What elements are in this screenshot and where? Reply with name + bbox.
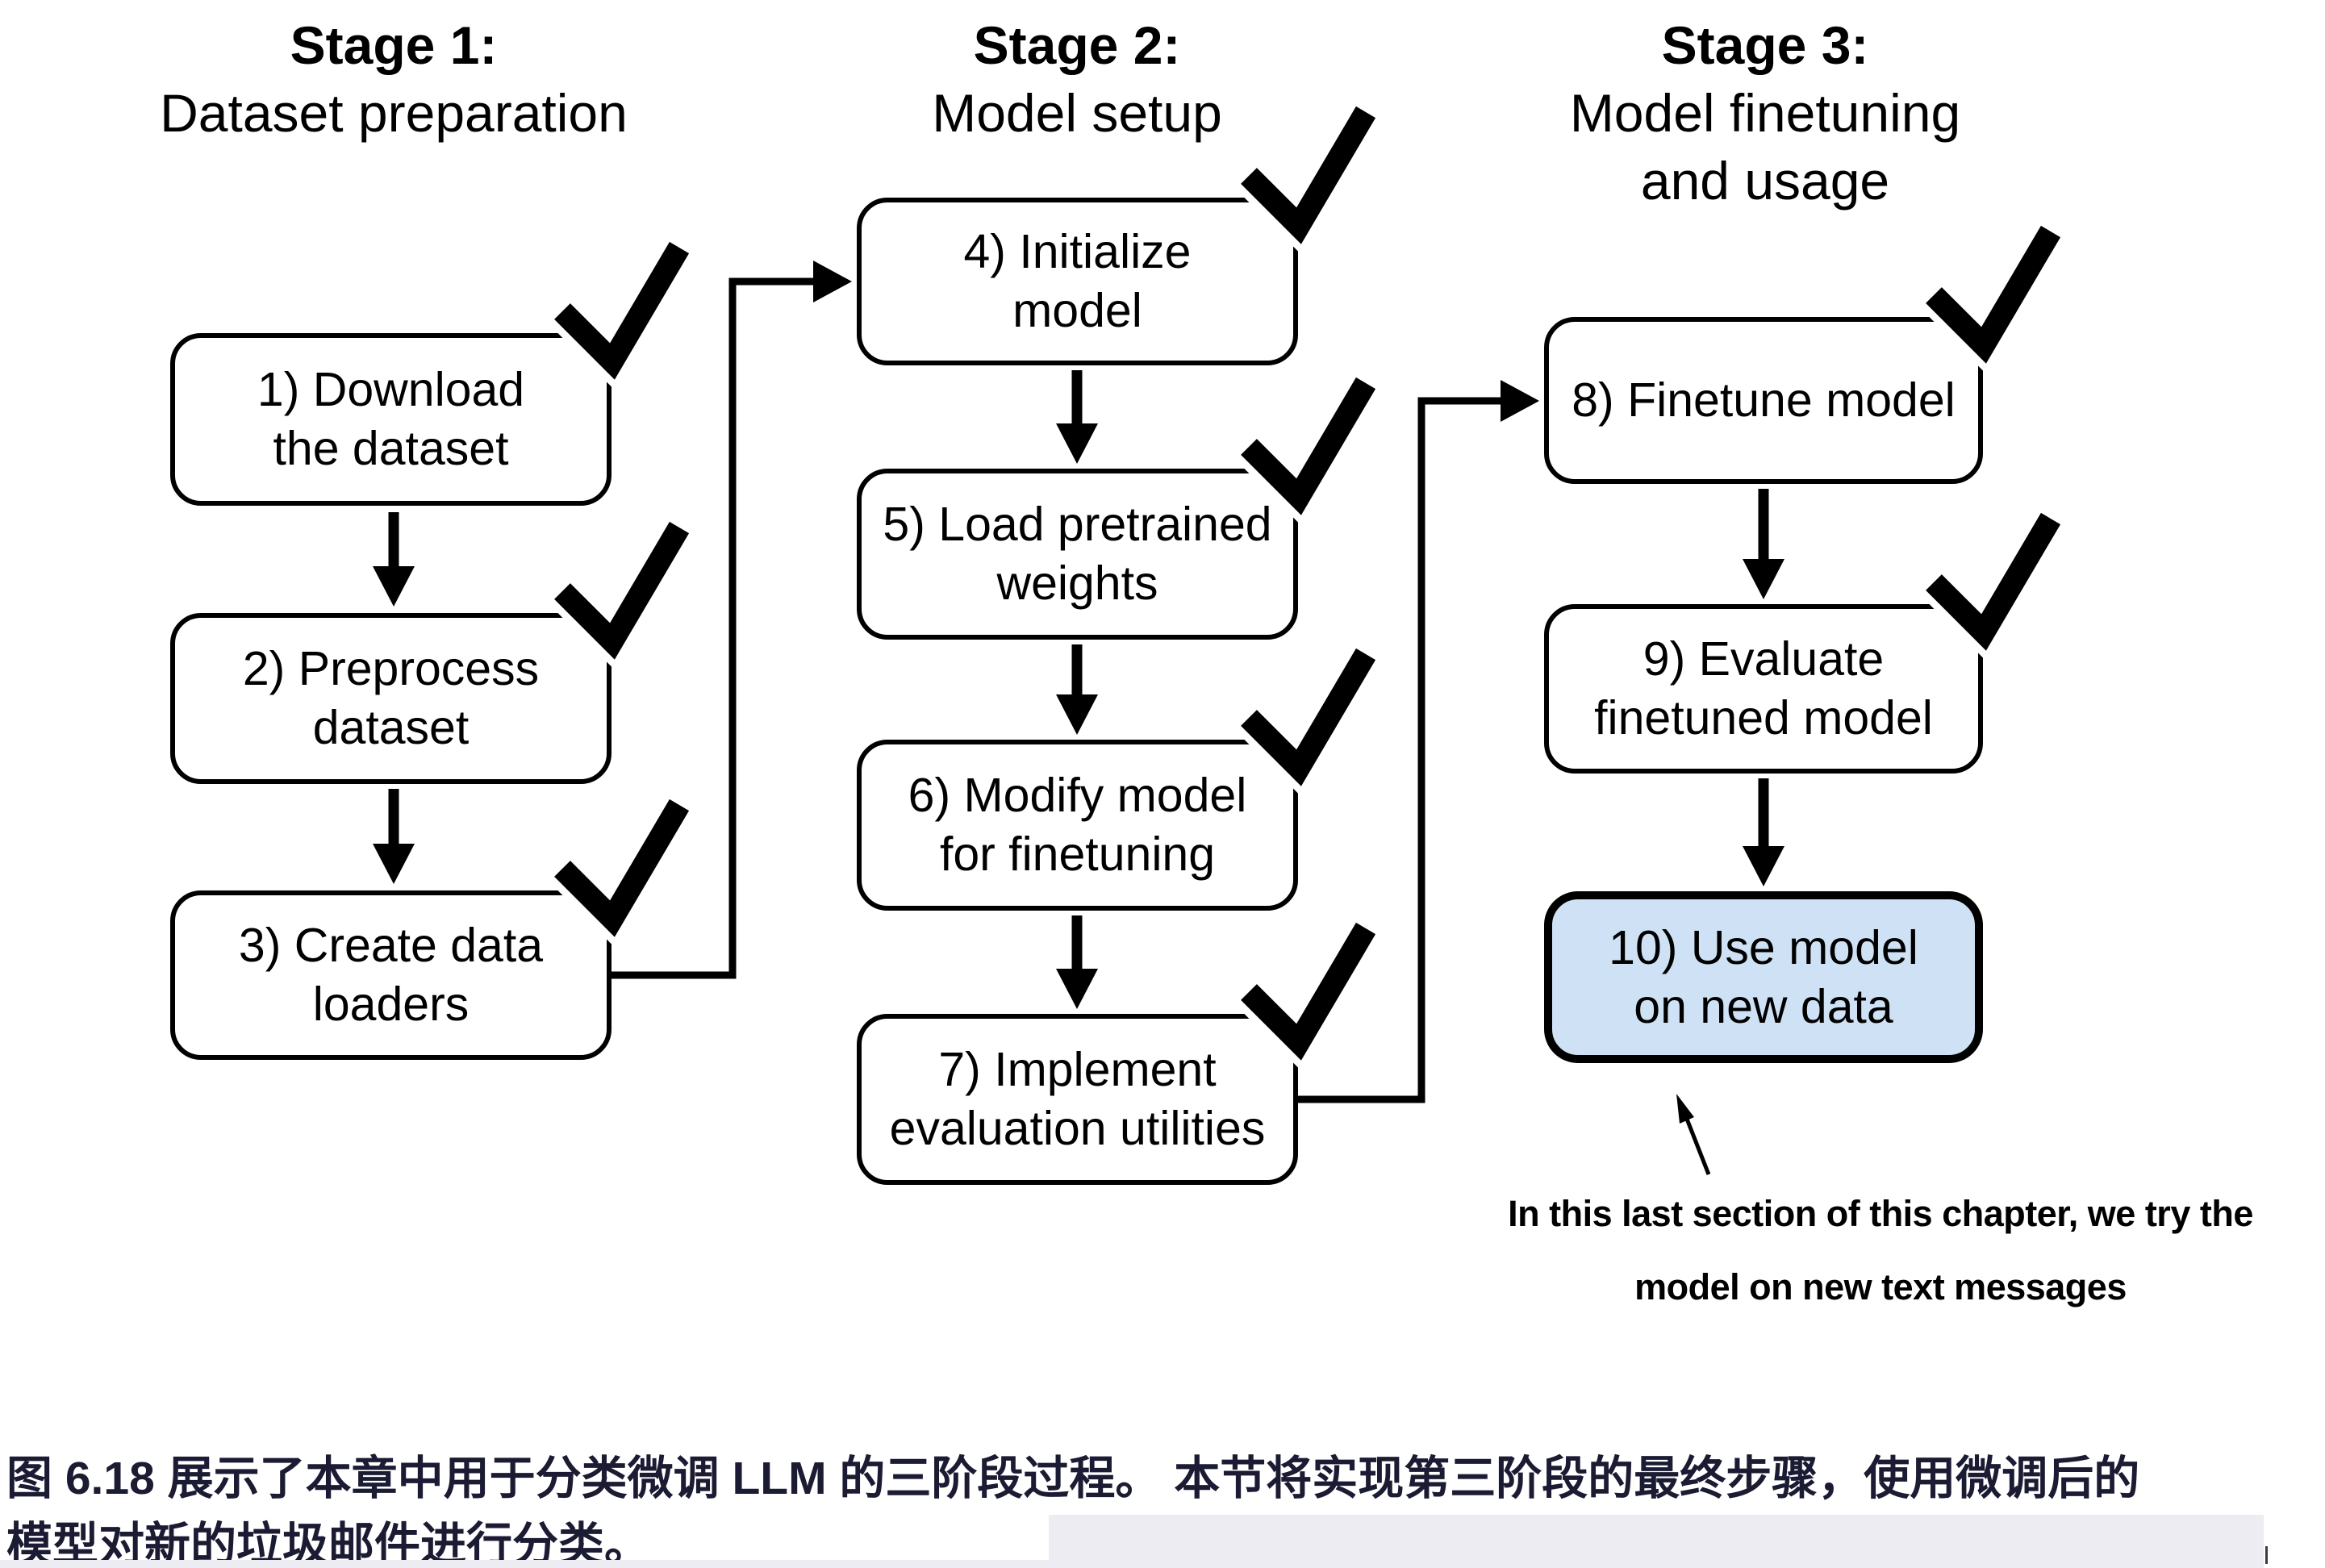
checkmark-icon-box7 — [1235, 919, 1382, 1073]
stage2-subtitle: Model setup — [932, 83, 1222, 143]
flow-box-8-finetune-model: 8) Finetune model — [1544, 317, 1983, 484]
annotation-note: In this last section of this chapter, we… — [1452, 1177, 2309, 1324]
box1-line1: 1) Download — [257, 363, 525, 416]
box3-line1: 3) Create data — [238, 919, 544, 972]
box8-line1: 8) Finetune model — [1572, 373, 1956, 427]
flow-box-5-load-pretrained-weights: 5) Load pretrained weights — [857, 469, 1298, 640]
checkmark-icon-box4 — [1235, 102, 1382, 256]
checkmark-icon-box9 — [1920, 509, 2067, 663]
box6-line1: 6) Modify model — [908, 769, 1247, 822]
box3-line2: loaders — [312, 978, 470, 1031]
stage1-header: Stage 1: Dataset preparation — [144, 11, 644, 147]
down-arrow-icon-box1-box2 — [373, 512, 415, 607]
stage2-title: Stage 2: — [973, 15, 1181, 75]
checkmark-icon-box8 — [1920, 222, 2067, 376]
down-arrow-icon-box5-box6 — [1056, 644, 1098, 735]
stage1-subtitle: Dataset preparation — [160, 83, 628, 143]
stage3-subtitle: Model finetuning — [1569, 83, 1961, 143]
down-arrow-icon-box4-box5 — [1056, 370, 1098, 464]
stage3-title: Stage 3: — [1661, 15, 1869, 75]
stage2-header: Stage 2: Model setup — [827, 11, 1327, 147]
down-arrow-icon-box2-box3 — [373, 789, 415, 884]
stage1-title: Stage 1: — [290, 15, 498, 75]
down-arrow-icon-box9-box10 — [1743, 778, 1784, 886]
figure-caption: 图 6.18 展示了本章中用于分类微调 LLM 的三阶段过程。 本节将实现第三阶… — [6, 1445, 2322, 1568]
box6-line2: for finetuning — [939, 828, 1216, 881]
box7-line1: 7) Implement — [938, 1043, 1217, 1096]
checkmark-icon-box3 — [549, 795, 695, 949]
box4-line1: 4) Initialize — [963, 225, 1192, 278]
annotation-line1: In this last section of this chapter, we… — [1508, 1193, 2253, 1234]
footer-strip-left — [0, 1560, 1049, 1568]
box9-line2: finetuned model — [1594, 691, 1933, 744]
down-arrow-icon-box8-box9 — [1743, 489, 1784, 599]
flow-box-6-modify-model: 6) Modify model for finetuning — [857, 740, 1298, 911]
flow-box-9-evaluate-finetuned-model: 9) Evaluate finetuned model — [1544, 604, 1983, 774]
checkmark-icon-box6 — [1235, 644, 1382, 799]
flow-box-4-initialize-model: 4) Initialize model — [857, 198, 1298, 365]
text-cursor — [2265, 1546, 2268, 1564]
flow-box-3-create-data-loaders: 3) Create data loaders — [170, 890, 612, 1060]
flow-box-1-download-dataset: 1) Download the dataset — [170, 333, 612, 506]
box10-line1: 10) Use model — [1609, 920, 1918, 974]
annotation-arrow-icon — [1676, 1094, 1711, 1175]
footer-strip-right — [1049, 1515, 2264, 1568]
stage3-header: Stage 3: Model finetuning and usage — [1515, 11, 2015, 215]
box1-line2: the dataset — [273, 422, 509, 475]
checkmark-icon-box5 — [1235, 373, 1382, 528]
box7-line2: evaluation utilities — [889, 1102, 1266, 1155]
annotation-line2: model on new text messages — [1634, 1266, 2127, 1307]
flow-box-2-preprocess-dataset: 2) Preprocess dataset — [170, 613, 612, 784]
caption-line2: 模型对新的垃圾邮件进行分类。 — [6, 1519, 650, 1568]
box4-line2: model — [1012, 284, 1142, 337]
box5-line1: 5) Load pretrained — [883, 498, 1272, 551]
box10-line2: on new data — [1634, 979, 1893, 1033]
checkmark-icon-box1 — [549, 238, 695, 392]
box5-line2: weights — [996, 557, 1158, 610]
caption-line1: 图 6.18 展示了本章中用于分类微调 LLM 的三阶段过程。 本节将实现第三阶… — [6, 1453, 2140, 1504]
box2-line2: dataset — [312, 701, 470, 754]
down-arrow-icon-box6-box7 — [1056, 915, 1098, 1009]
box9-line1: 9) Evaluate — [1643, 632, 1885, 686]
checkmark-icon-box2 — [549, 518, 695, 672]
flow-box-7-implement-evaluation-utilities: 7) Implement evaluation utilities — [857, 1014, 1298, 1185]
box2-line1: 2) Preprocess — [242, 642, 540, 695]
flow-box-10-use-model-on-new-data: 10) Use model on new data — [1544, 891, 1983, 1063]
stage3-subtitle2: and usage — [1640, 151, 1890, 211]
